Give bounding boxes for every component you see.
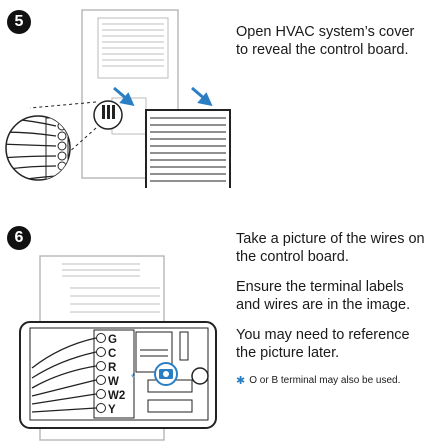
- svg-text:*: *: [131, 372, 136, 384]
- step-6-text: Take a picture of the wires on the contr…: [236, 230, 428, 388]
- terminal-label-y: Y: [108, 404, 116, 416]
- terminal-label-c: C: [108, 348, 117, 360]
- step-5-instruction: Open HVAC system’s cover to reveal the c…: [236, 24, 415, 58]
- terminal-label-g: G: [108, 334, 117, 346]
- step-5-illustration: [5, 9, 231, 188]
- step-6-instruction-1: Take a picture of the wires on the contr…: [236, 231, 425, 265]
- step-6-instruction-2: Ensure the terminal labels and wires are…: [236, 279, 411, 313]
- camera-icon: [154, 362, 178, 386]
- terminal-label-w2: W2: [108, 390, 126, 402]
- remove-cover-arrows: [113, 86, 213, 107]
- step-6-note-text: O or B terminal may also be used.: [249, 375, 401, 386]
- shutter-button: [191, 367, 209, 385]
- terminal-label-w: W: [108, 376, 119, 388]
- terminal-label-r: R: [108, 362, 117, 374]
- step-5-badge: 5: [7, 10, 31, 34]
- step-5-text: Open HVAC system’s cover to reveal the c…: [236, 23, 426, 71]
- step-6-badge: 6: [7, 226, 31, 250]
- asterisk-icon: ✱: [236, 375, 246, 387]
- step-6-note: ✱ O or B terminal may also be used.: [236, 374, 428, 388]
- terminal-labels: G C R W W2 Y: [108, 333, 132, 417]
- step-6-instruction-3: You may need to reference the picture la…: [236, 327, 410, 361]
- step-6-illustration: *: [19, 255, 217, 441]
